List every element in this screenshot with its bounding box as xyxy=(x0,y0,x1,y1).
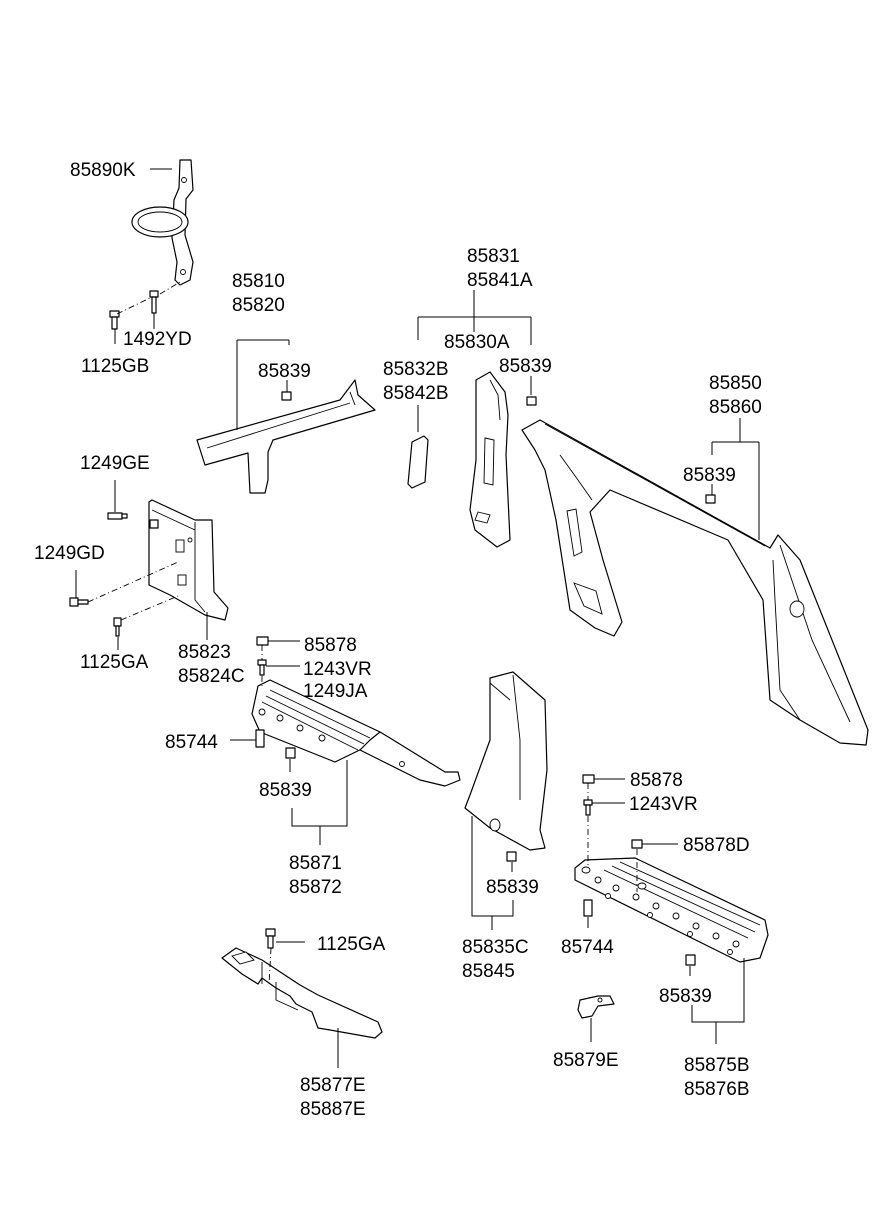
part-85830a-pillar xyxy=(469,371,511,548)
clip-85878-b xyxy=(582,774,595,784)
label-85839-b: 85839 xyxy=(499,356,552,377)
part-85810-trim xyxy=(196,379,376,494)
label-1492yd: 1492YD xyxy=(123,329,192,350)
label-85744-a: 85744 xyxy=(165,732,218,753)
part-85835c-lower-pillar xyxy=(464,671,548,851)
clip-85839-c xyxy=(705,494,716,504)
label-85841a: 85841A xyxy=(467,270,533,291)
part-85823-bracket xyxy=(148,499,229,621)
clip-85839-e xyxy=(506,851,517,862)
clip-85839-d xyxy=(285,747,296,759)
part-85875b-scuff-plate xyxy=(574,857,769,963)
label-85860: 85860 xyxy=(709,397,762,418)
clip-85878d xyxy=(631,839,643,849)
part-85871-scuff-plate xyxy=(251,679,461,787)
label-85823: 85823 xyxy=(178,642,231,663)
label-85835c: 85835C xyxy=(462,937,529,958)
clip-85839-a xyxy=(281,391,292,401)
clip-85839-f xyxy=(685,954,696,966)
label-85850: 85850 xyxy=(709,373,762,394)
label-85839-e: 85839 xyxy=(486,877,539,898)
label-1249ja: 1249JA xyxy=(303,681,368,702)
label-85839-c: 85839 xyxy=(683,465,736,486)
label-85872: 85872 xyxy=(289,877,342,898)
label-85831: 85831 xyxy=(467,246,520,267)
label-85877e: 85877E xyxy=(300,1075,366,1096)
label-1243vr-a: 1243VR xyxy=(303,659,372,680)
label-85842b: 85842B xyxy=(383,383,449,404)
screw-1125ga-b xyxy=(265,928,276,949)
label-85820: 85820 xyxy=(232,295,285,316)
label-1125ga-b: 1125GA xyxy=(317,934,386,955)
screw-1492yd xyxy=(149,290,159,314)
clip-85744-b xyxy=(583,899,593,917)
screw-1249ge xyxy=(107,512,128,520)
label-85830a: 85830A xyxy=(444,332,510,353)
label-85810: 85810 xyxy=(232,271,285,292)
label-85878d: 85878D xyxy=(683,835,750,856)
label-85887e: 85887E xyxy=(300,1099,366,1120)
label-1125gb: 1125GB xyxy=(81,356,149,377)
clip-85839-b xyxy=(526,396,537,406)
label-85876b: 85876B xyxy=(684,1079,750,1100)
label-1243vr-b: 1243VR xyxy=(629,794,698,815)
label-85824c: 85824C xyxy=(178,666,245,687)
screw-1243vr-a xyxy=(257,659,267,676)
label-85878-a: 85878 xyxy=(304,635,357,656)
label-85839-a: 85839 xyxy=(258,361,311,382)
part-85850-quarter-trim xyxy=(521,419,869,746)
label-85832b: 85832B xyxy=(383,359,449,380)
screw-1243vr-b xyxy=(583,799,593,816)
label-85845: 85845 xyxy=(462,961,515,982)
screw-1249gd xyxy=(69,597,89,607)
label-85871: 85871 xyxy=(289,853,342,874)
label-85744-b: 85744 xyxy=(561,937,614,958)
part-85879e-clip xyxy=(577,995,615,1019)
clip-85744-a xyxy=(255,729,265,748)
label-85839-f: 85839 xyxy=(659,986,712,1007)
label-1249gd: 1249GD xyxy=(34,543,105,564)
label-85878-b: 85878 xyxy=(630,770,683,791)
label-85890k: 85890K xyxy=(70,160,136,181)
label-1249ge: 1249GE xyxy=(80,453,150,474)
label-1125ga-a: 1125GA xyxy=(80,652,149,673)
label-85879e: 85879E xyxy=(553,1050,619,1071)
part-85832b-insert xyxy=(407,435,429,489)
screw-1125ga-a xyxy=(113,617,122,637)
part-85890k-holder xyxy=(131,159,194,286)
clip-85878-a xyxy=(256,636,269,646)
label-85875b: 85875B xyxy=(684,1055,750,1076)
part-85877e-bracket xyxy=(221,947,383,1039)
labels: 85890K 1492YD 1125GB 85810 85820 85839 8… xyxy=(34,160,762,1120)
label-85839-d: 85839 xyxy=(259,780,312,801)
